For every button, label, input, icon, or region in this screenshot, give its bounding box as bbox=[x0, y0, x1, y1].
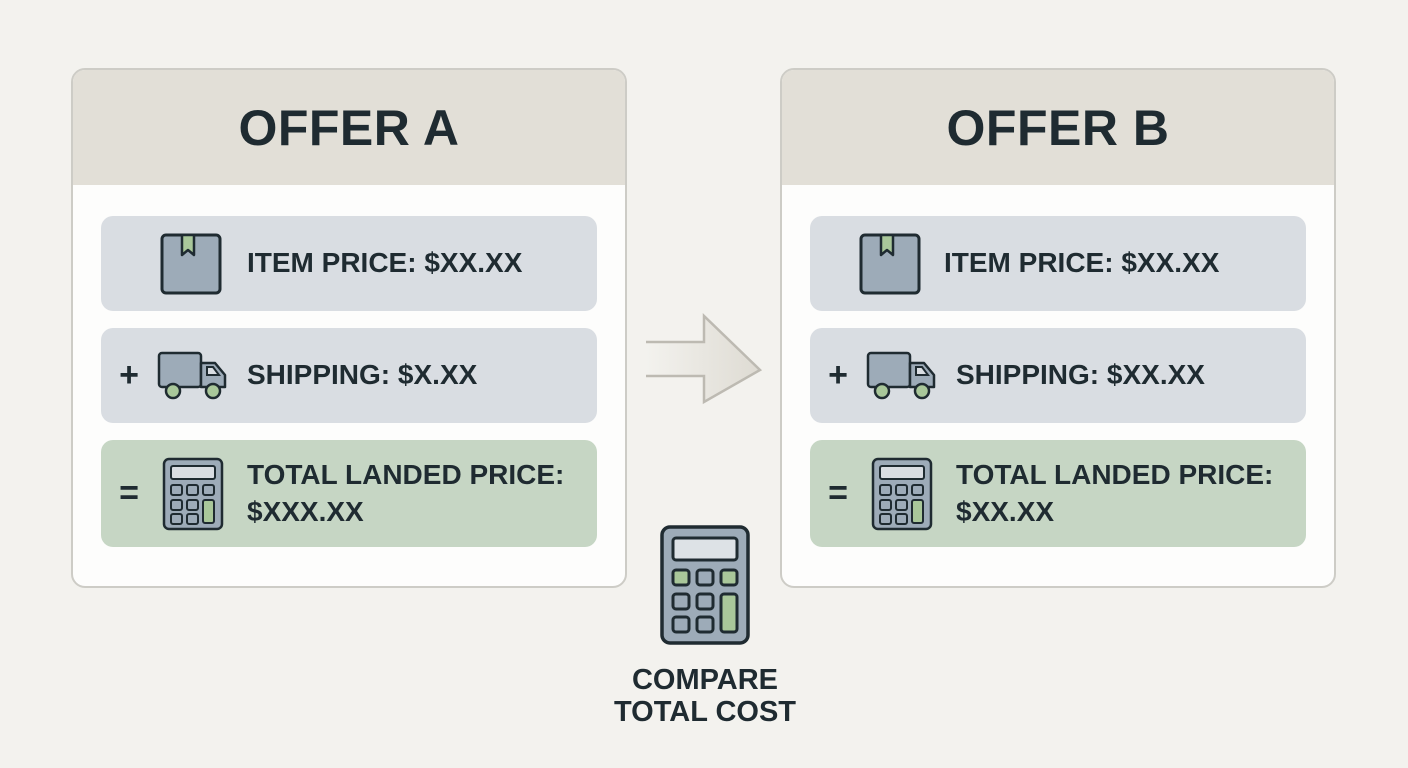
item-price-label: ITEM PRICE: $XX.XX bbox=[247, 247, 523, 279]
equals-sign: = bbox=[119, 474, 139, 512]
arrow-right-icon bbox=[646, 313, 763, 405]
shipping-label: SHIPPING: $XX.XX bbox=[956, 359, 1205, 391]
compare-label-line2: TOTAL COST bbox=[613, 695, 797, 728]
total-landed-price-row: = TOTAL LANDED PRICE: $XX.XX bbox=[810, 440, 1306, 547]
calculator-icon bbox=[866, 457, 938, 531]
compare-total-cost: COMPARE TOTAL COST bbox=[600, 524, 810, 729]
plus-sign: + bbox=[119, 356, 139, 394]
total-label-line1: TOTAL LANDED PRICE: bbox=[956, 459, 1274, 491]
plus-sign: + bbox=[828, 356, 848, 394]
item-price-row: ITEM PRICE: $XX.XX bbox=[810, 216, 1306, 311]
total-landed-price-label: TOTAL LANDED PRICE: $XX.XX bbox=[956, 457, 1273, 530]
compare-label-line1: COMPARE bbox=[631, 664, 779, 696]
total-landed-price-label: TOTAL LANDED PRICE: $XXX.XX bbox=[247, 457, 564, 530]
equals-sign: = bbox=[828, 474, 848, 512]
total-label-value: $XXX.XX bbox=[247, 495, 364, 527]
shipping-row: + SHIPPING: $XX.XX bbox=[810, 328, 1306, 423]
delivery-truck-icon bbox=[157, 351, 229, 401]
total-label-line1: TOTAL LANDED PRICE: bbox=[247, 459, 565, 491]
compare-label: COMPARE TOTAL COST bbox=[600, 664, 810, 729]
package-box-icon bbox=[159, 233, 223, 295]
item-price-label: ITEM PRICE: $XX.XX bbox=[944, 247, 1220, 279]
item-price-row: ITEM PRICE: $XX.XX bbox=[101, 216, 597, 311]
offer-b-card: OFFER B ITEM PRICE: $XX.XX + SHIPPING: $… bbox=[780, 68, 1336, 588]
package-box-icon bbox=[858, 233, 922, 295]
total-landed-price-row: = TOTAL LANDED PRICE: $XXX.XX bbox=[101, 440, 597, 547]
offer-b-title: OFFER B bbox=[782, 70, 1334, 185]
delivery-truck-icon bbox=[866, 351, 938, 401]
offer-a-title: OFFER A bbox=[73, 70, 625, 185]
offer-a-card: OFFER A ITEM PRICE: $XX.XX + SHIPPING: $… bbox=[71, 68, 627, 588]
shipping-row: + SHIPPING: $X.XX bbox=[101, 328, 597, 423]
calculator-icon bbox=[660, 525, 750, 645]
shipping-label: SHIPPING: $X.XX bbox=[247, 359, 478, 391]
total-label-value: $XX.XX bbox=[956, 495, 1055, 527]
calculator-icon bbox=[157, 457, 229, 531]
